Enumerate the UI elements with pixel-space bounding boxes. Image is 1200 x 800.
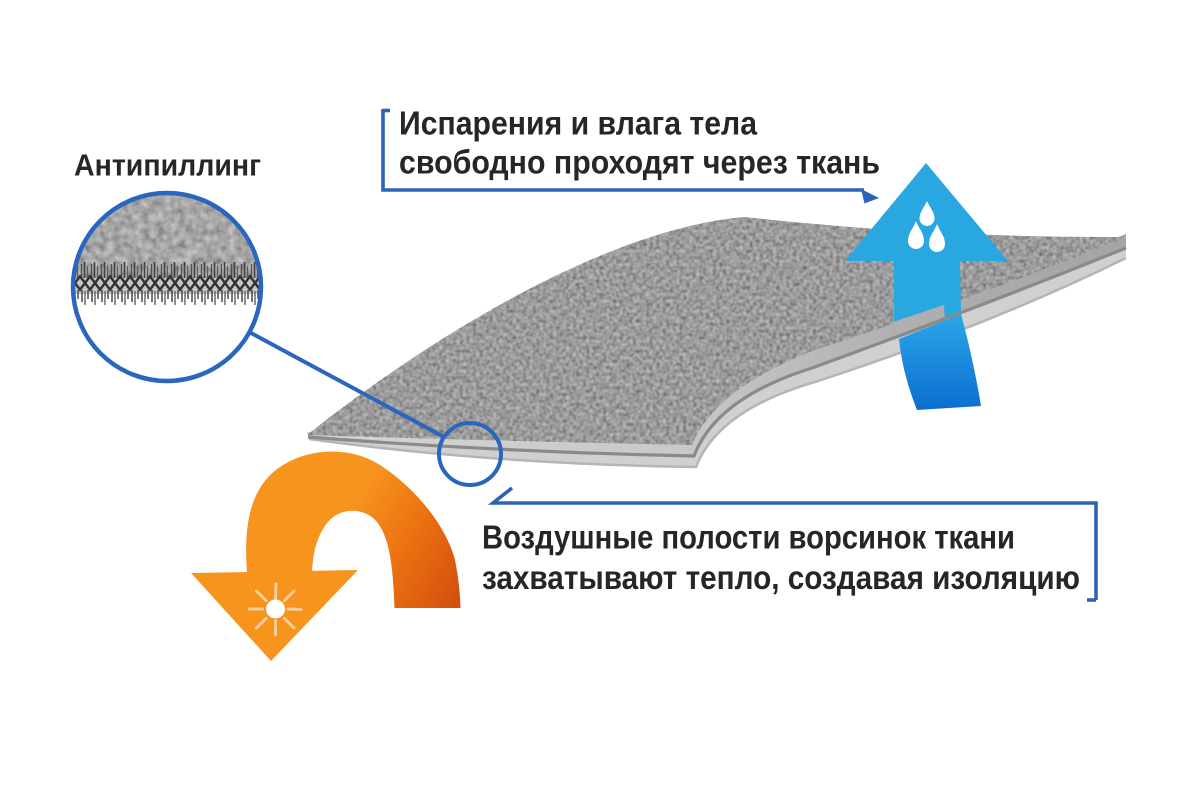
- svg-text:захватывают тепло, создавая из: захватывают тепло, создавая изоляцию: [482, 559, 1080, 596]
- svg-text:Испарения и влага тела: Испарения и влага тела: [399, 105, 758, 142]
- svg-text:Воздушные полости ворсинок тка: Воздушные полости ворсинок ткани: [482, 519, 1015, 556]
- svg-text:свободно проходят через ткань: свободно проходят через ткань: [399, 144, 880, 181]
- svg-text:Антипиллинг: Антипиллинг: [74, 148, 261, 183]
